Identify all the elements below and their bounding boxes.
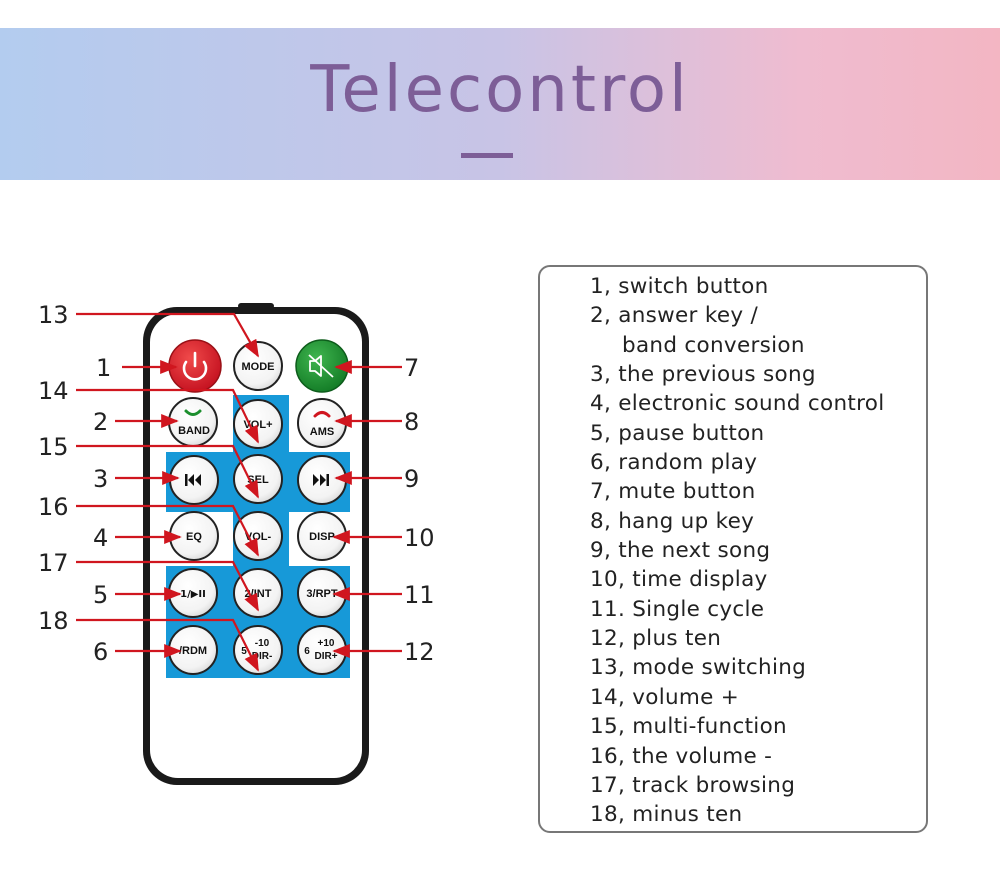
callout-10: 10 xyxy=(404,524,435,552)
callout-14: 14 xyxy=(38,377,69,405)
dir-plus-bottom: DIR+ xyxy=(314,651,337,662)
page-title: Telecontrol xyxy=(310,53,690,127)
title-underline xyxy=(461,153,513,158)
play-pause-label: 1/▶II xyxy=(180,589,206,600)
leader-17 xyxy=(76,560,259,612)
ams-label: AMS xyxy=(310,426,334,438)
disp-button[interactable]: DISP xyxy=(297,511,347,561)
dir-minus-bottom: DIR- xyxy=(252,651,273,662)
callout-9: 9 xyxy=(404,465,419,493)
legend-item: 6, random play xyxy=(590,450,758,476)
legend-item: 10, time display xyxy=(590,567,768,593)
legend-item: 2, answer key / xyxy=(590,303,759,329)
callout-7: 7 xyxy=(404,354,419,382)
disp-label: DISP xyxy=(309,531,335,543)
callout-3: 3 xyxy=(93,465,108,493)
legend-item: 9, the next song xyxy=(590,538,771,564)
mode-label: MODE xyxy=(242,361,275,373)
leader-18 xyxy=(76,618,259,672)
legend-item: 8, hang up key xyxy=(590,508,755,534)
legend-item: 1, switch button xyxy=(590,274,769,299)
power-button[interactable] xyxy=(168,339,222,393)
legend-item: 18, minus ten xyxy=(590,802,743,828)
leader-13 xyxy=(76,312,259,358)
callout-1: 1 xyxy=(96,354,111,382)
legend-item: band conversion xyxy=(622,332,805,358)
legend-item: 4, electronic sound control xyxy=(590,391,885,417)
leader-14 xyxy=(76,388,259,444)
callout-15: 15 xyxy=(38,433,69,461)
dir-minus-button[interactable]: 5 -10 DIR- xyxy=(233,625,283,675)
legend-item: 7, mute button xyxy=(590,479,756,505)
mute-button[interactable] xyxy=(295,339,349,393)
mute-icon xyxy=(308,354,334,378)
next-button[interactable] xyxy=(297,455,347,505)
hangup-phone-icon xyxy=(313,411,331,418)
legend-item: 11. Single cycle xyxy=(590,596,765,622)
next-icon xyxy=(313,474,329,486)
rpt-label: 3/RPT xyxy=(306,588,337,600)
power-icon xyxy=(182,351,208,381)
callout-18: 18 xyxy=(38,607,69,635)
legend-item: 16, the volume - xyxy=(590,743,773,769)
callout-16: 16 xyxy=(38,493,69,521)
dir-plus-num: 6 xyxy=(304,646,310,657)
leader-16 xyxy=(76,504,259,557)
callout-2: 2 xyxy=(93,408,108,436)
dir-minus-top: -10 xyxy=(255,638,270,649)
legend-item: 15, multi-function xyxy=(590,714,787,740)
answer-phone-icon xyxy=(184,409,202,416)
dir-plus-top: +10 xyxy=(318,638,335,649)
callout-5: 5 xyxy=(93,581,108,609)
legend-list: 1, switch button 2, answer key / band co… xyxy=(590,272,885,830)
legend-item: 12, plus ten xyxy=(590,626,722,652)
rdm-label: /RDM xyxy=(179,645,207,657)
legend-item: 14, volume + xyxy=(590,684,740,710)
callout-4: 4 xyxy=(93,524,108,552)
leader-15 xyxy=(76,444,259,499)
callout-12: 12 xyxy=(404,638,435,666)
band-label: BAND xyxy=(178,425,210,437)
callout-13: 13 xyxy=(38,301,69,329)
dir-minus-num: 5 xyxy=(241,646,247,657)
dir-plus-button[interactable]: 6 +10 DIR+ xyxy=(297,625,347,675)
callout-17: 17 xyxy=(38,549,69,577)
legend-item: 3, the previous song xyxy=(590,362,816,388)
leader-lines xyxy=(76,312,402,672)
legend-box xyxy=(538,265,928,833)
prev-icon xyxy=(185,474,201,486)
callout-8: 8 xyxy=(404,408,419,436)
mode-button[interactable]: MODE xyxy=(233,341,283,391)
eq-label: EQ xyxy=(186,531,202,543)
ams-button[interactable]: AMS xyxy=(297,398,347,448)
legend-item: 5, pause button xyxy=(590,420,765,446)
callout-6: 6 xyxy=(93,638,108,666)
callout-numbers: 1 2 3 4 5 6 7 8 9 10 11 12 13 14 15 16 1… xyxy=(38,301,435,666)
legend-item: 13, mode switching xyxy=(590,655,807,681)
legend-item: 17, track browsing xyxy=(590,772,796,798)
callout-11: 11 xyxy=(404,581,435,609)
prev-button[interactable] xyxy=(169,455,219,505)
